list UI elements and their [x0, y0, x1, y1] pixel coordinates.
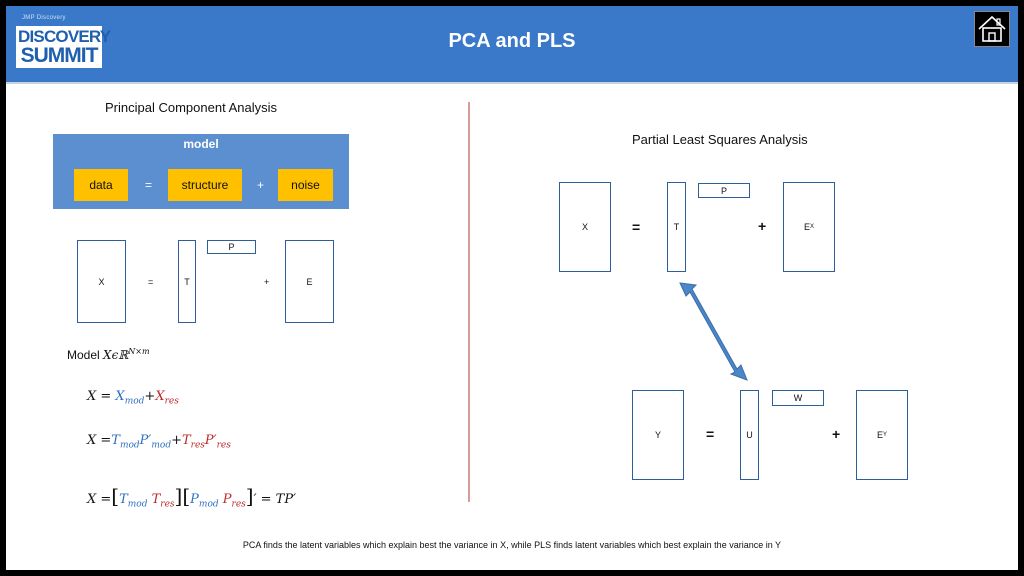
model-dimension-text: Model XϵℝN×m: [67, 347, 150, 362]
covariance-arrow: [679, 282, 748, 381]
slide: DISCOVERY SUMMIT JMP Discovery PCA and P…: [6, 6, 1018, 570]
home-button[interactable]: [974, 11, 1010, 47]
home-icon: [978, 15, 1006, 42]
pls-matrix-ey-label: E: [876, 430, 883, 440]
pca-matrix-p-label: P: [228, 242, 235, 252]
discovery-summit-logo: DISCOVERY SUMMIT: [16, 26, 111, 68]
pca-matrix-x: X: [77, 240, 126, 323]
noise-box: noise: [278, 169, 333, 201]
equation-2: X =TmodP′mod+TresP′res: [87, 433, 231, 451]
pls-matrix-y: Y: [632, 390, 684, 480]
model-dim: Xϵℝ: [103, 348, 129, 362]
pls-equals-sign-top: =: [632, 219, 641, 235]
pca-matrix-p: P: [207, 240, 256, 254]
pls-matrix-ex-sub: X: [810, 224, 815, 230]
pca-matrix-t: T: [178, 240, 196, 323]
pls-matrix-p-label: P: [720, 185, 727, 196]
pls-matrix-t-label: T: [673, 222, 680, 232]
section-divider: [468, 102, 470, 502]
pls-plus-sign-bottom: +: [832, 426, 841, 442]
pls-matrix-w: W: [772, 390, 824, 406]
pca-matrix-t-label: T: [184, 276, 190, 287]
pls-matrix-x-label: X: [581, 222, 588, 232]
model-word: Model: [67, 348, 100, 362]
page-title: PCA and PLS: [448, 30, 576, 52]
model-label: model: [183, 137, 219, 151]
pls-matrix-x: X: [559, 182, 611, 272]
header-underline: [6, 82, 1018, 84]
pls-matrix-ey-sub: Y: [883, 432, 888, 438]
equation-1: X = Xmod+Xres: [87, 389, 179, 407]
pls-matrix-u: U: [740, 390, 759, 480]
model-dim-sup: N×m: [128, 347, 150, 356]
equation-3: X =[Tmod Tres][Pmod Pres]′ = TP′: [87, 484, 297, 510]
pca-equals-sign: =: [148, 277, 154, 287]
header-bar: DISCOVERY SUMMIT JMP Discovery PCA and P…: [6, 6, 1018, 82]
pls-matrix-p: P: [698, 183, 750, 198]
model-box: model data = structure + noise: [53, 134, 349, 209]
logo-line-2: SUMMIT: [20, 44, 99, 67]
caption-text: PCA finds the latent variables which exp…: [242, 540, 782, 550]
pls-matrix-y-label: Y: [654, 430, 661, 440]
pca-matrix-e-label: E: [306, 276, 313, 287]
logo-line-1: DISCOVERY: [18, 27, 111, 46]
pca-heading: Principal Component Analysis: [105, 100, 277, 115]
pca-matrix-x-label: X: [98, 276, 105, 287]
pls-equals-sign-bottom: =: [706, 426, 715, 442]
pls-matrix-t: T: [667, 182, 686, 272]
pca-plus-sign: +: [264, 277, 270, 287]
pls-plus-sign-top: +: [758, 218, 767, 234]
pls-matrix-ex-label: E: [803, 222, 810, 232]
model-equals-sign: =: [145, 178, 153, 192]
structure-box: structure: [168, 169, 242, 201]
pca-matrix-e: E: [285, 240, 334, 323]
model-plus-sign: +: [257, 178, 265, 192]
pls-matrix-w-label: W: [793, 393, 803, 403]
pls-matrix-u-label: U: [746, 430, 753, 440]
data-box: data: [74, 169, 128, 201]
pls-heading: Partial Least Squares Analysis: [632, 132, 808, 147]
logo-top-text: JMP Discovery: [22, 15, 66, 21]
